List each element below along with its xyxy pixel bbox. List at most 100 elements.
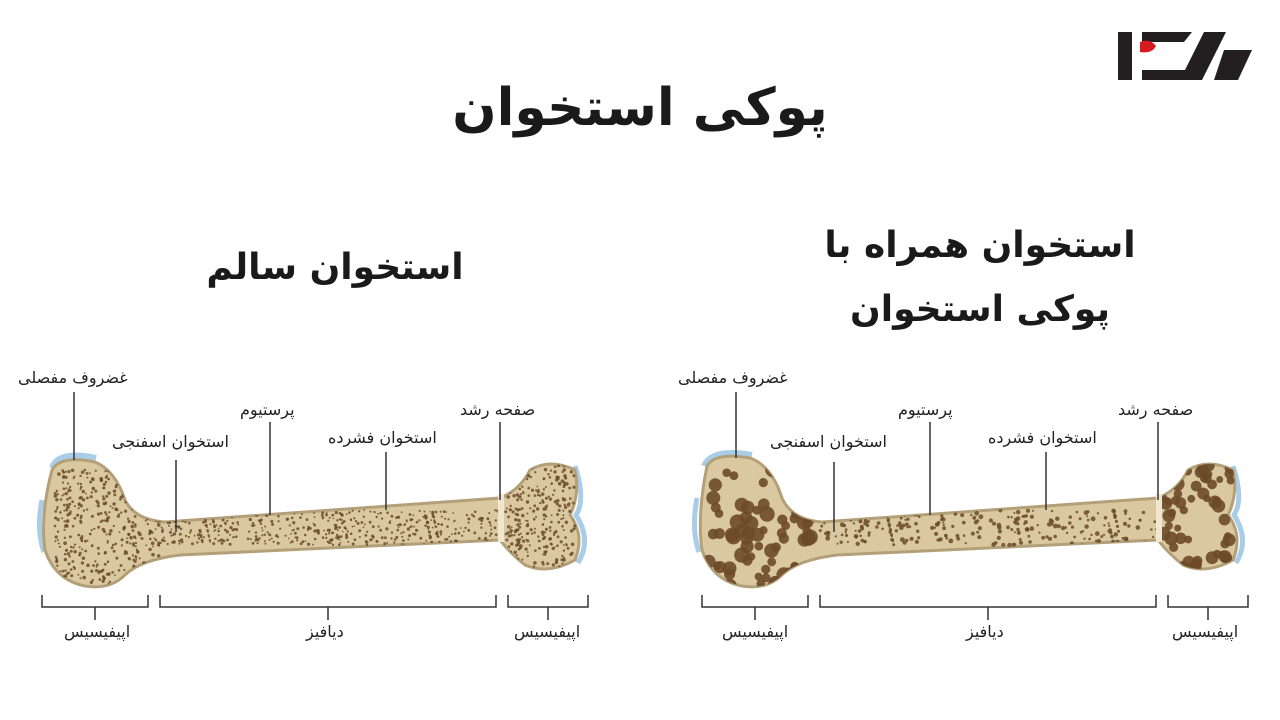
bone-pore — [336, 529, 339, 532]
bone-pore — [1113, 532, 1119, 537]
bone-pore — [534, 549, 537, 552]
osteoporosis-label-spongy: استخوان اسفنجی — [770, 432, 887, 451]
bone-pore — [863, 520, 868, 526]
bone-pore — [380, 536, 384, 540]
bone-pore — [859, 520, 862, 524]
bone-pore — [303, 533, 307, 537]
bone-pore — [345, 513, 348, 516]
bone-pore — [90, 528, 93, 532]
bone-pore — [123, 553, 126, 555]
bone-pore — [934, 531, 939, 536]
bone-pore — [452, 512, 455, 514]
bone-pore — [544, 496, 548, 500]
bone-pore — [62, 475, 66, 479]
bone-pore — [933, 526, 937, 529]
bone-pore — [77, 507, 80, 510]
bone-pore — [154, 506, 157, 509]
bone-pore — [57, 472, 61, 476]
bone-pore — [439, 533, 443, 536]
bone-pore — [1053, 523, 1058, 529]
bone-pore — [356, 521, 360, 525]
bone-pore — [408, 534, 411, 538]
bone-pore — [332, 543, 335, 547]
bone-pore — [114, 574, 116, 576]
bone-pore — [77, 514, 80, 516]
bone-pore — [161, 528, 164, 531]
bone-pore — [510, 484, 513, 487]
bone-pore — [544, 486, 547, 488]
bone-pore — [560, 558, 564, 562]
bone-pore — [970, 531, 975, 536]
bone-pore — [342, 530, 344, 533]
bone-pore — [867, 534, 871, 537]
bone-pore — [290, 533, 292, 535]
bone-pore — [54, 510, 58, 513]
bone-pore — [427, 528, 430, 530]
bone-pore — [328, 532, 331, 535]
bone-pore — [930, 525, 935, 531]
bone-pore — [442, 510, 446, 513]
bone-pore — [1151, 535, 1155, 539]
bone-pore — [852, 522, 856, 525]
bone-pore — [83, 468, 87, 472]
bone-pore — [61, 517, 64, 520]
bone-pore — [518, 478, 521, 482]
bone-pore — [504, 532, 508, 536]
bone-pore — [127, 532, 131, 536]
bone-pore — [531, 532, 534, 535]
bone-pore — [90, 514, 94, 518]
bone-pore — [63, 536, 67, 539]
bone-pore — [202, 520, 205, 524]
bone-pore — [752, 505, 762, 515]
bone-pore — [778, 533, 789, 544]
bone-pore — [126, 537, 128, 540]
bone-pore — [307, 529, 309, 532]
site-logo[interactable] — [1112, 20, 1262, 90]
bone-pore — [518, 487, 522, 491]
bone-pore — [214, 512, 217, 515]
bone-pore — [858, 511, 863, 516]
bone-pore — [559, 568, 563, 572]
bone-pore — [538, 547, 541, 550]
bone-pore — [445, 537, 449, 541]
bone-pore — [480, 526, 483, 529]
bone-pore — [161, 538, 165, 542]
bone-pore — [906, 517, 910, 521]
bone-pore — [351, 525, 354, 528]
bone-pore — [234, 535, 238, 538]
bone-pore — [369, 510, 372, 513]
bone-pore — [321, 516, 325, 520]
bone-pore — [900, 537, 905, 542]
bone-pore — [1164, 531, 1178, 546]
bone-pore — [334, 510, 338, 515]
bone-pore — [151, 566, 155, 570]
bone-pore — [486, 517, 490, 521]
bone-pore — [217, 529, 220, 533]
bone-pore — [56, 539, 59, 541]
bone-pore — [137, 531, 141, 535]
bone-pore — [536, 493, 540, 497]
bone-pore — [855, 541, 860, 546]
bone-pore — [541, 492, 545, 496]
bone-pore — [516, 498, 520, 502]
bone-pore — [364, 540, 367, 543]
bone-pore — [304, 540, 307, 542]
bone-pore — [295, 536, 299, 540]
bone-pore — [232, 536, 235, 539]
bone-pore — [105, 513, 108, 516]
bone-pore — [978, 514, 984, 520]
bone-pore — [507, 525, 511, 529]
bone-pore — [325, 512, 328, 515]
bone-pore — [1108, 530, 1113, 535]
bone-pore — [132, 564, 136, 568]
bone-pore — [136, 550, 140, 554]
osteoporosis-label-growth-plate: صفحه رشد — [1118, 400, 1194, 419]
bone-pore — [91, 486, 96, 491]
bone-pore — [508, 508, 512, 512]
bone-pore — [384, 536, 387, 540]
bone-pore — [1041, 535, 1045, 540]
bone-pore — [80, 561, 84, 565]
bone-pore — [208, 539, 211, 542]
bone-pore — [157, 499, 160, 502]
bone-pore — [172, 532, 177, 536]
